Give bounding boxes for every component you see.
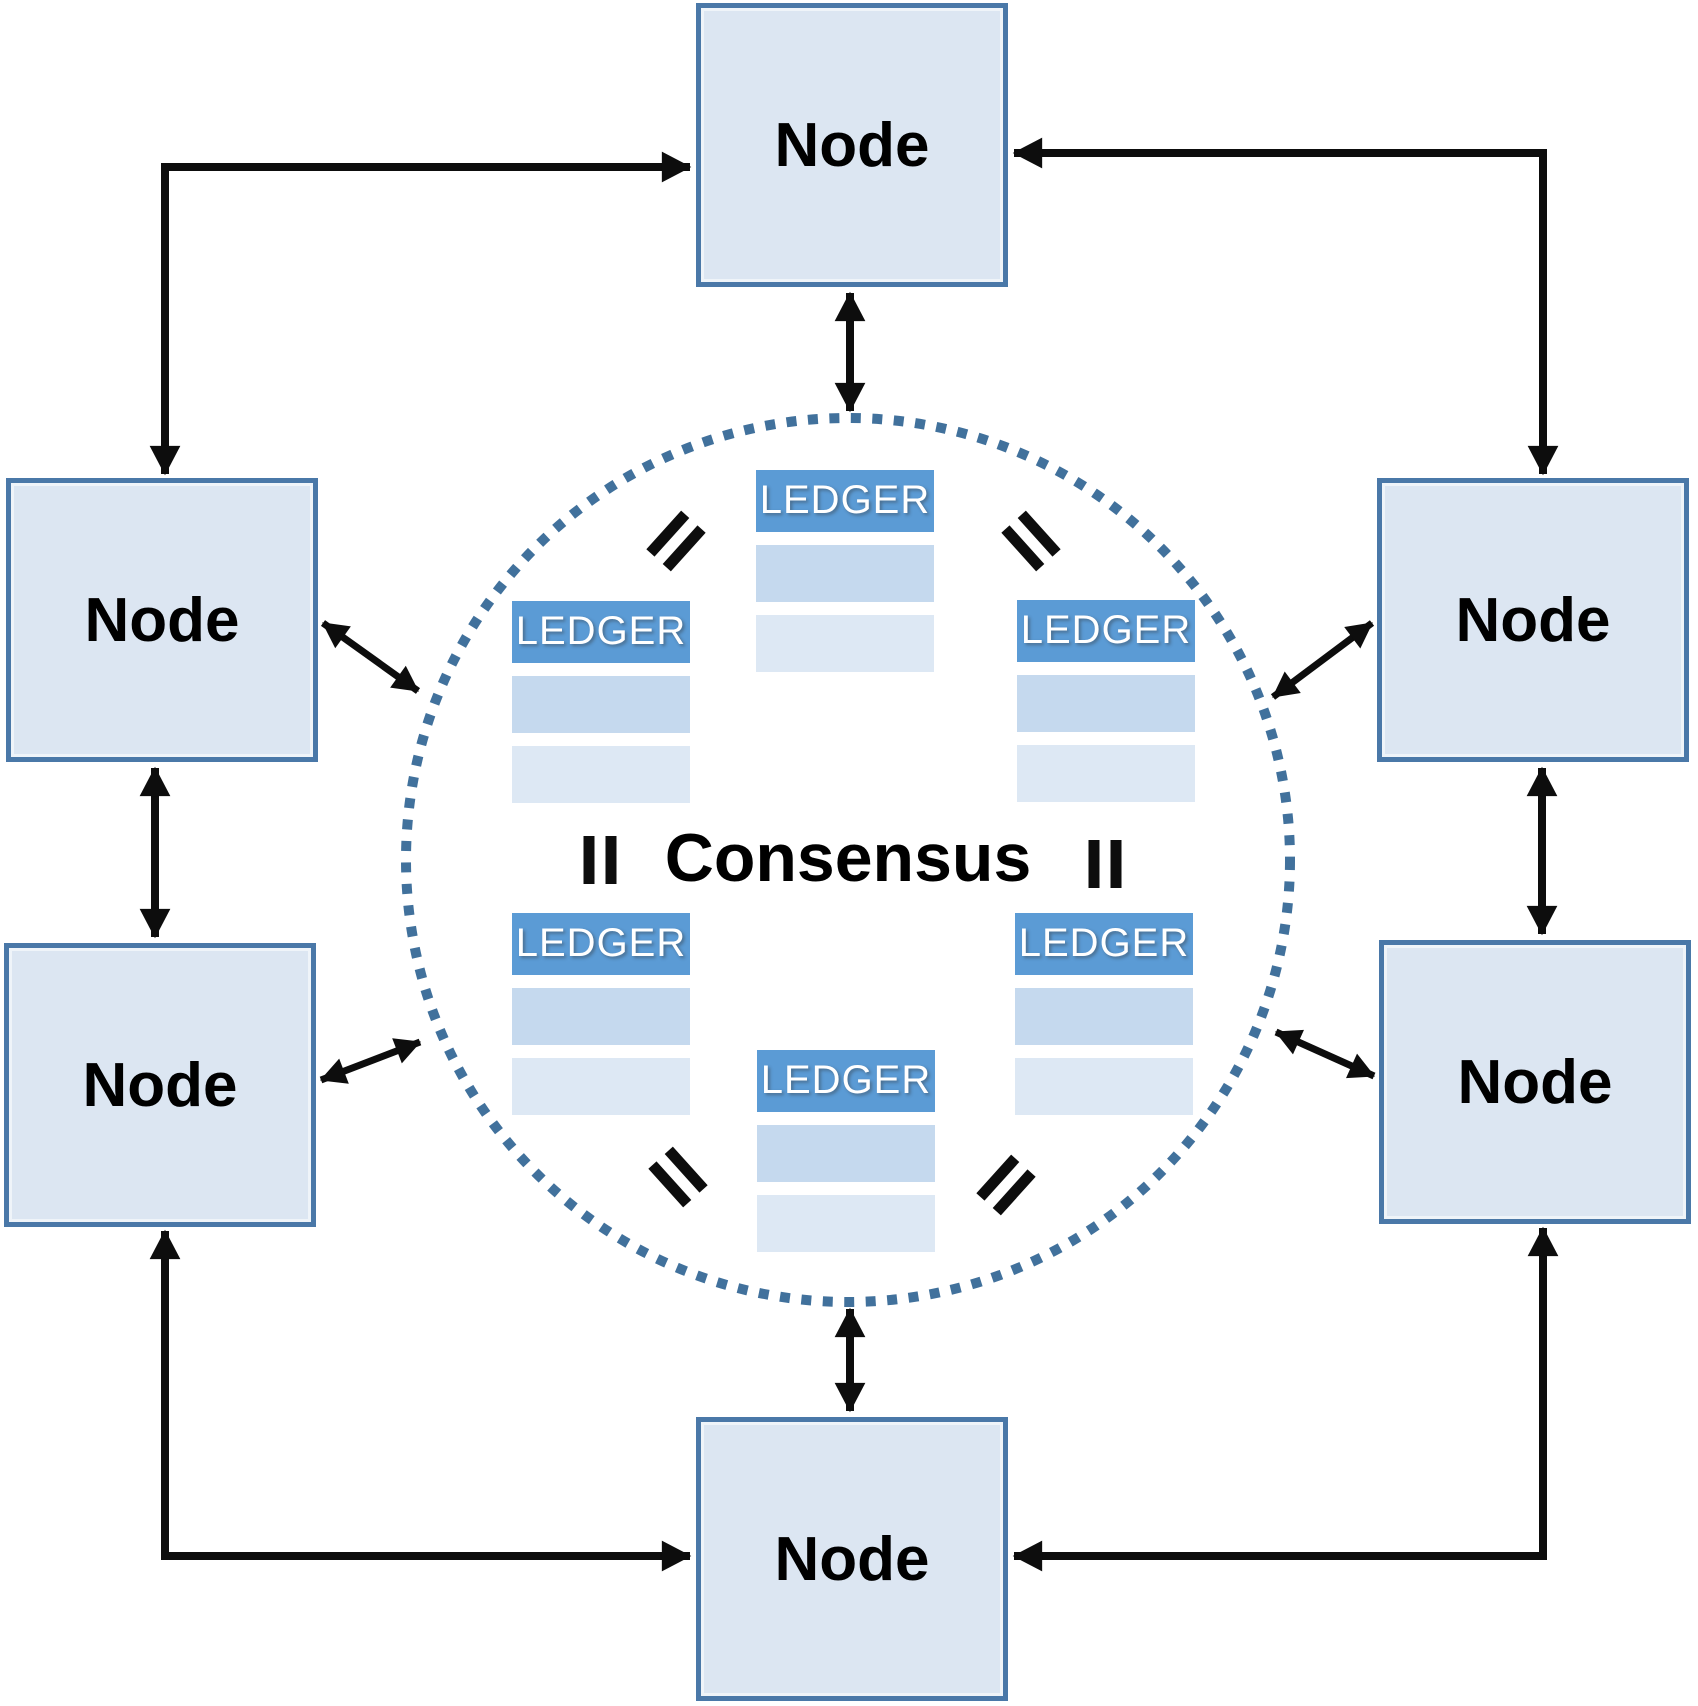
arrow-lowerright-to-bottom <box>1012 1226 1559 1572</box>
ledger-header: LEDGER <box>1017 600 1195 662</box>
ledger-row <box>512 1058 690 1115</box>
node-top: Node <box>696 3 1008 287</box>
ledger-table-top-center: LEDGER <box>756 470 934 672</box>
node-lower-left: Node <box>4 943 316 1227</box>
ledger-row <box>512 988 690 1045</box>
ledger-row <box>756 615 934 672</box>
node-label: Node <box>774 1524 930 1594</box>
ledger-table-upper-left: LEDGER <box>512 601 690 803</box>
node-upper-right: Node <box>1377 478 1689 762</box>
ledger-header: LEDGER <box>756 470 934 532</box>
node-label: Node <box>774 110 930 180</box>
equals-icon-lower-right <box>976 1154 1036 1216</box>
arrow-upperleft-to-circle <box>320 620 421 694</box>
equals-icon-lower-left <box>648 1146 708 1208</box>
consensus-label: Consensus <box>664 820 1032 896</box>
ledger-header: LEDGER <box>512 601 690 663</box>
node-label: Node <box>82 1050 238 1120</box>
arrow-lowerleft-to-bottom <box>149 1229 692 1572</box>
consensus-boundary-circle <box>401 413 1295 1307</box>
ledger-row <box>757 1195 935 1252</box>
ledger-header: LEDGER <box>1015 913 1193 975</box>
ledger-header: LEDGER <box>512 913 690 975</box>
node-label: Node <box>1457 1047 1613 1117</box>
node-label: Node <box>1455 585 1611 655</box>
node-label: Node <box>84 585 240 655</box>
node-bottom: Node <box>696 1417 1008 1701</box>
node-lower-right: Node <box>1379 940 1691 1224</box>
ledger-row <box>1015 988 1193 1045</box>
ledger-row <box>1015 1058 1193 1115</box>
arrow-upperright-to-circle <box>1270 620 1375 700</box>
equals-icon-middle-left <box>583 836 617 884</box>
arrow-upperleft-to-top <box>149 151 692 476</box>
ledger-row <box>512 746 690 803</box>
ledger-row <box>512 676 690 733</box>
equals-icon-middle-right <box>1088 840 1122 888</box>
ledger-row <box>1017 745 1195 802</box>
ledger-row <box>1017 675 1195 732</box>
ledger-row <box>757 1125 935 1182</box>
ledger-row <box>756 545 934 602</box>
node-upper-left: Node <box>6 478 318 762</box>
arrow-lowerleft-to-circle <box>319 1038 422 1084</box>
arrow-lowerright-to-circle <box>1274 1028 1376 1080</box>
ledger-table-lower-right: LEDGER <box>1015 913 1193 1115</box>
ledger-header: LEDGER <box>757 1050 935 1112</box>
equals-icon-upper-left <box>646 510 706 572</box>
equals-icon-upper-right <box>1001 510 1061 572</box>
ledger-table-bottom-center: LEDGER <box>757 1050 935 1252</box>
ledger-table-lower-left: LEDGER <box>512 913 690 1115</box>
arrow-upperright-to-top <box>1012 137 1559 476</box>
ledger-table-upper-right: LEDGER <box>1017 600 1195 802</box>
